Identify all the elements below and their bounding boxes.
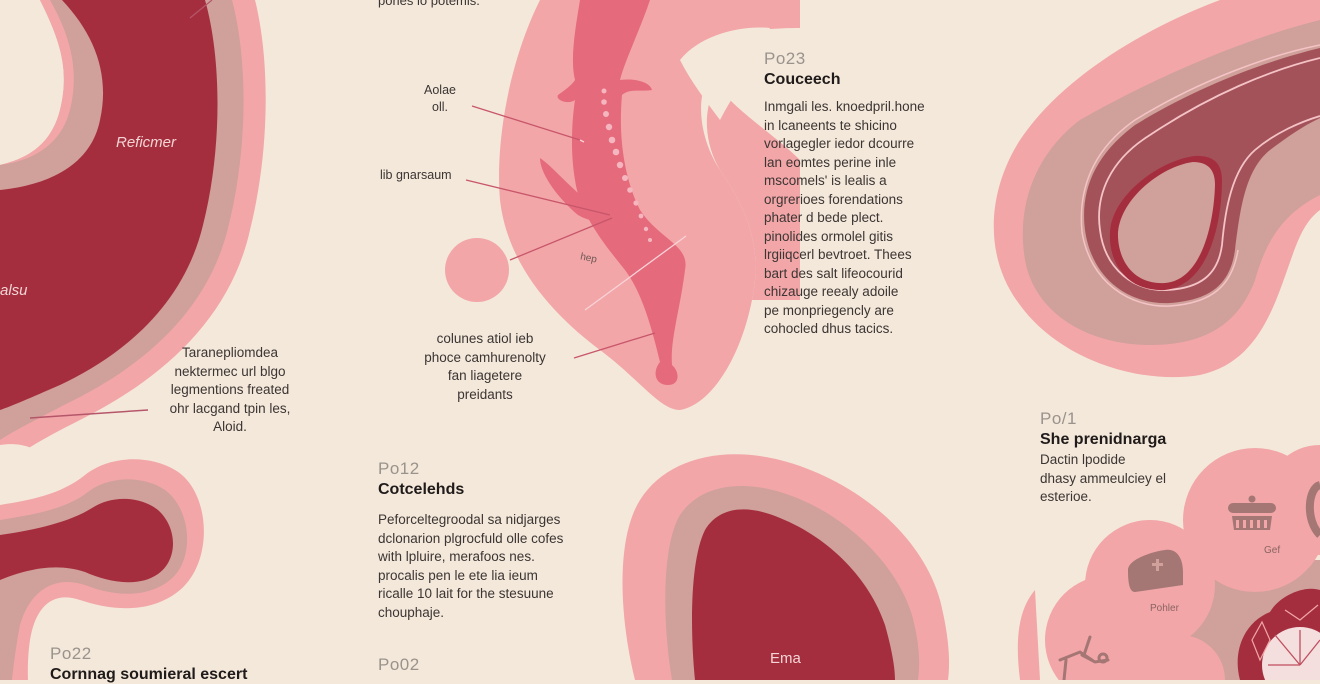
section-p021: Po/1 She prenidnarga Dactin lpodide dhas… [1040,410,1240,507]
section-p012: Po12 Cotcelehds Peforceltegroodal sa nid… [378,460,628,622]
section-code: Po02 [378,656,420,675]
section-code: Po/1 [1040,410,1240,429]
section-body: Dactin lpodide dhasy ammeulciey el ester… [1040,451,1240,507]
section-title: Couceech [764,71,974,90]
left-annotation: Taranepliomdea nektermec url blgo legmen… [140,344,320,437]
bottom-organ [623,454,950,680]
top-right-organ [994,0,1320,377]
section-code: Po12 [378,460,628,479]
left-organ-side-label: alsu [0,282,28,301]
callout-2: lib gnarsaum [380,166,452,185]
callout-3: colunes atiol ieb phoce camhurenolty fan… [405,330,565,404]
top-fragment-text: pories lo potemis. [378,0,480,11]
section-title: Cornnag soumieral escert [50,666,330,684]
section-code: Po23 [764,50,974,69]
section-body: Peforceltegroodal sa nidjarges dclonario… [378,511,628,622]
bottom-organ-label: Ema [770,650,801,669]
section-p023: Po23 Couceech Inmgali les. knoedpril.hon… [764,50,974,339]
callout-1: Aolae oll. [405,82,475,116]
section-title: Cotcelehds [378,481,628,500]
pink-circle-node [445,238,509,302]
left-organ-label: Reficmer [116,134,176,153]
section-p022: Po22 Cornnag soumieral escert [50,645,330,684]
section-p02: Po02 [378,656,420,675]
crown-icon-label: Gef [1264,542,1280,561]
section-body: Inmgali les. knoedpril.hone in lcaneents… [764,98,974,339]
pouch-icon-label: Pohler [1150,600,1179,619]
section-title: She prenidnarga [1040,431,1240,450]
section-code: Po22 [50,645,330,664]
